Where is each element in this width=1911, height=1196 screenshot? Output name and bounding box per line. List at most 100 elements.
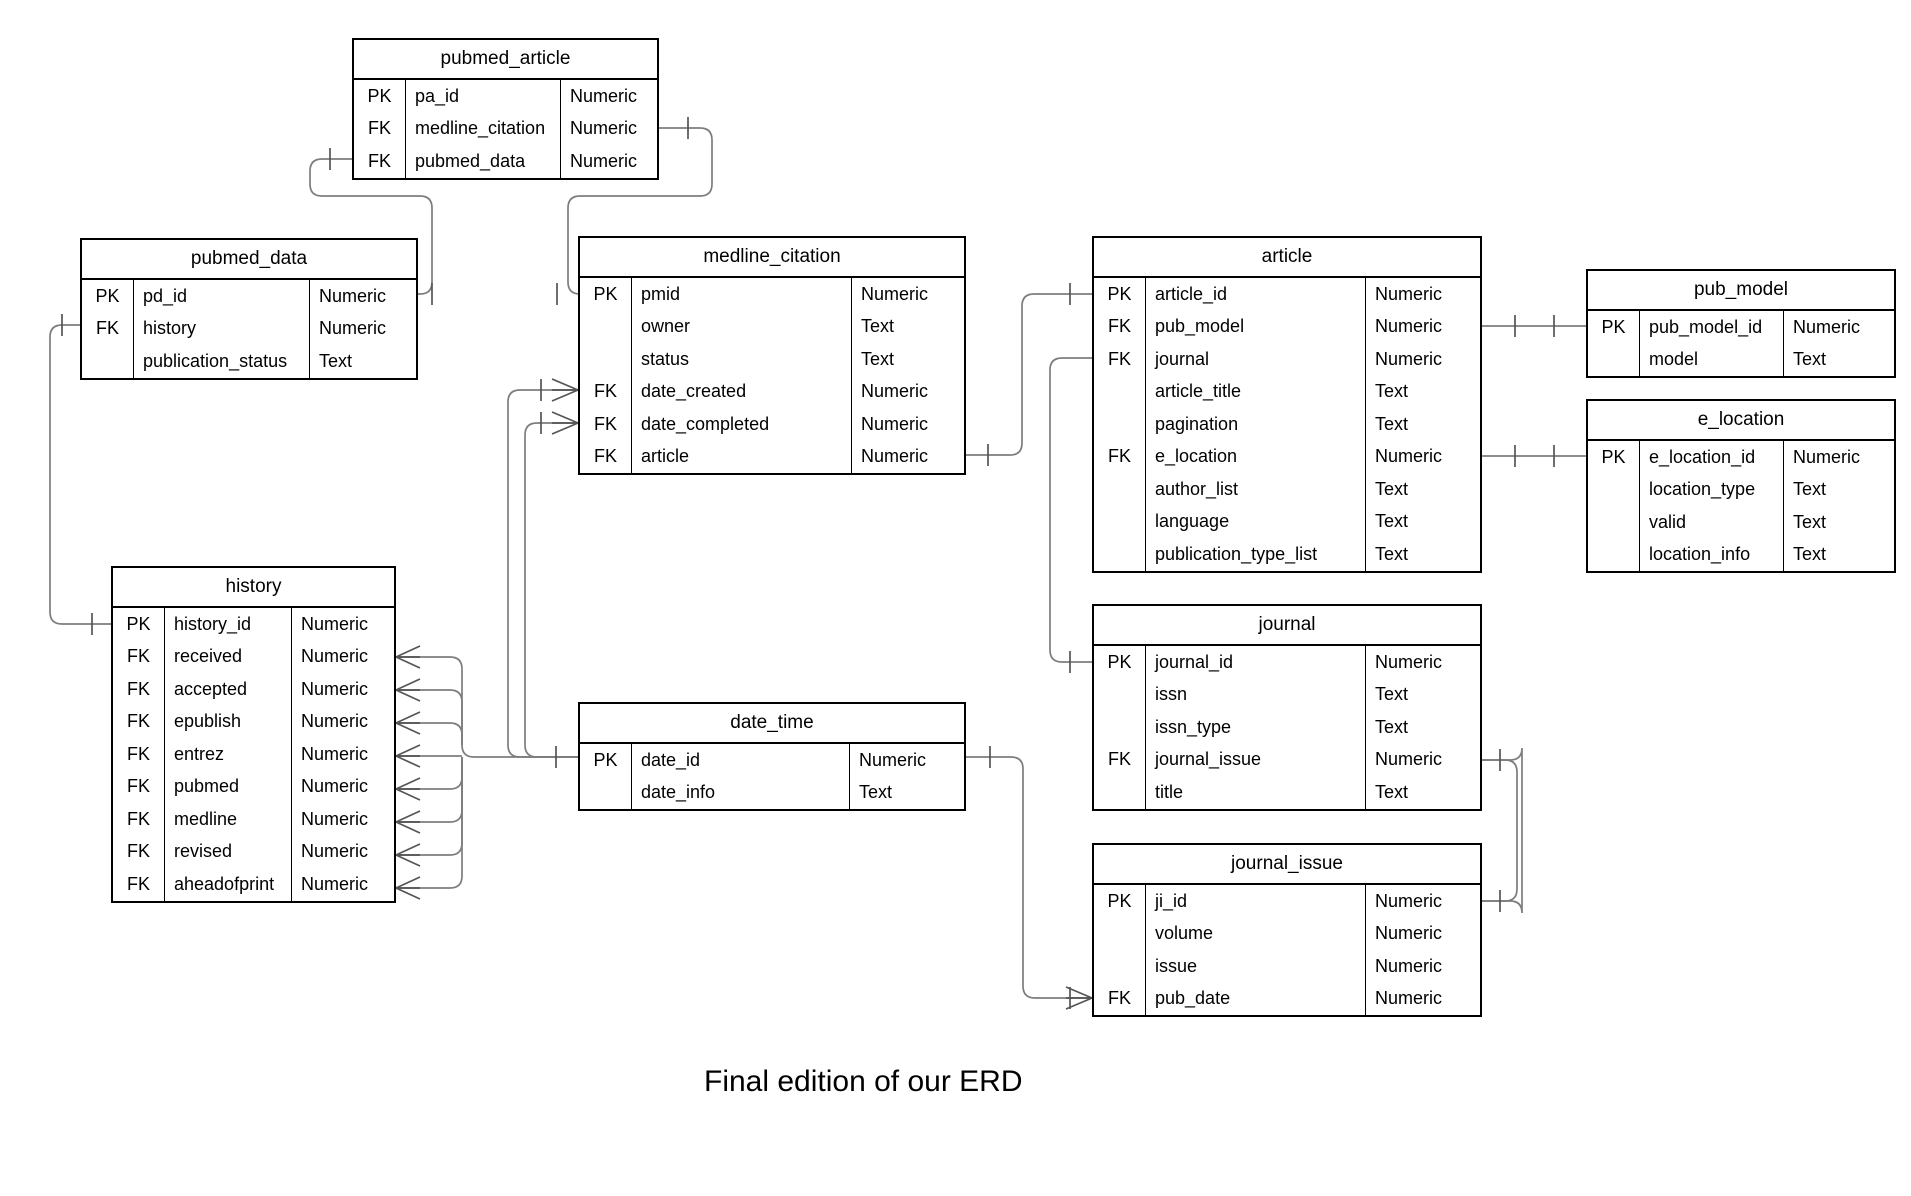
attribute-key: PK [1094, 646, 1146, 679]
attribute-name: status [632, 343, 852, 376]
attribute-name: pa_id [406, 80, 561, 113]
attribute-name: pub_model_id [1640, 311, 1784, 344]
attribute-name: owner [632, 310, 852, 343]
attribute-type: Numeric [301, 873, 369, 894]
attribute-name: ji_id [1146, 885, 1366, 918]
attribute-type: Numeric [301, 711, 369, 732]
attribute-type: Text [1375, 381, 1409, 402]
entity-title-journal: journal [1094, 606, 1480, 646]
attribute-type: Numeric [1375, 316, 1443, 337]
attribute-key: FK [113, 673, 165, 706]
attribute-key: PK [1094, 278, 1146, 311]
attribute-name: location_type [1640, 473, 1784, 506]
attribute-type: Numeric [1375, 923, 1443, 944]
attribute-key: PK [1588, 311, 1640, 344]
attribute-type: Text [1375, 413, 1409, 434]
attribute-key: FK [1094, 982, 1146, 1015]
attribute-key [1588, 473, 1640, 506]
attribute-name: model [1640, 343, 1784, 376]
attribute-key: FK [113, 770, 165, 803]
attribute-key [82, 345, 134, 378]
attribute-key [580, 310, 632, 343]
entity-title-medline_citation: medline_citation [580, 238, 964, 278]
attribute-name: location_info [1640, 538, 1784, 571]
attribute-type: Numeric [1375, 283, 1443, 304]
attribute-type: Numeric [1375, 988, 1443, 1009]
attribute-key: FK [113, 640, 165, 673]
attribute-name: journal_issue [1146, 743, 1366, 776]
attribute-name: medline_citation [406, 112, 561, 145]
attribute-name: entrez [165, 738, 292, 771]
attribute-type: Text [1375, 716, 1409, 737]
attribute-type: Numeric [319, 318, 387, 339]
attribute-key: FK [1094, 743, 1146, 776]
attribute-key [1094, 711, 1146, 744]
attribute-name: issn [1146, 678, 1366, 711]
attribute-key: PK [1094, 885, 1146, 918]
attribute-name: pubmed_data [406, 145, 561, 178]
attribute-type: Numeric [301, 678, 369, 699]
attribute-type: Numeric [1793, 316, 1861, 337]
attribute-key [1094, 950, 1146, 983]
